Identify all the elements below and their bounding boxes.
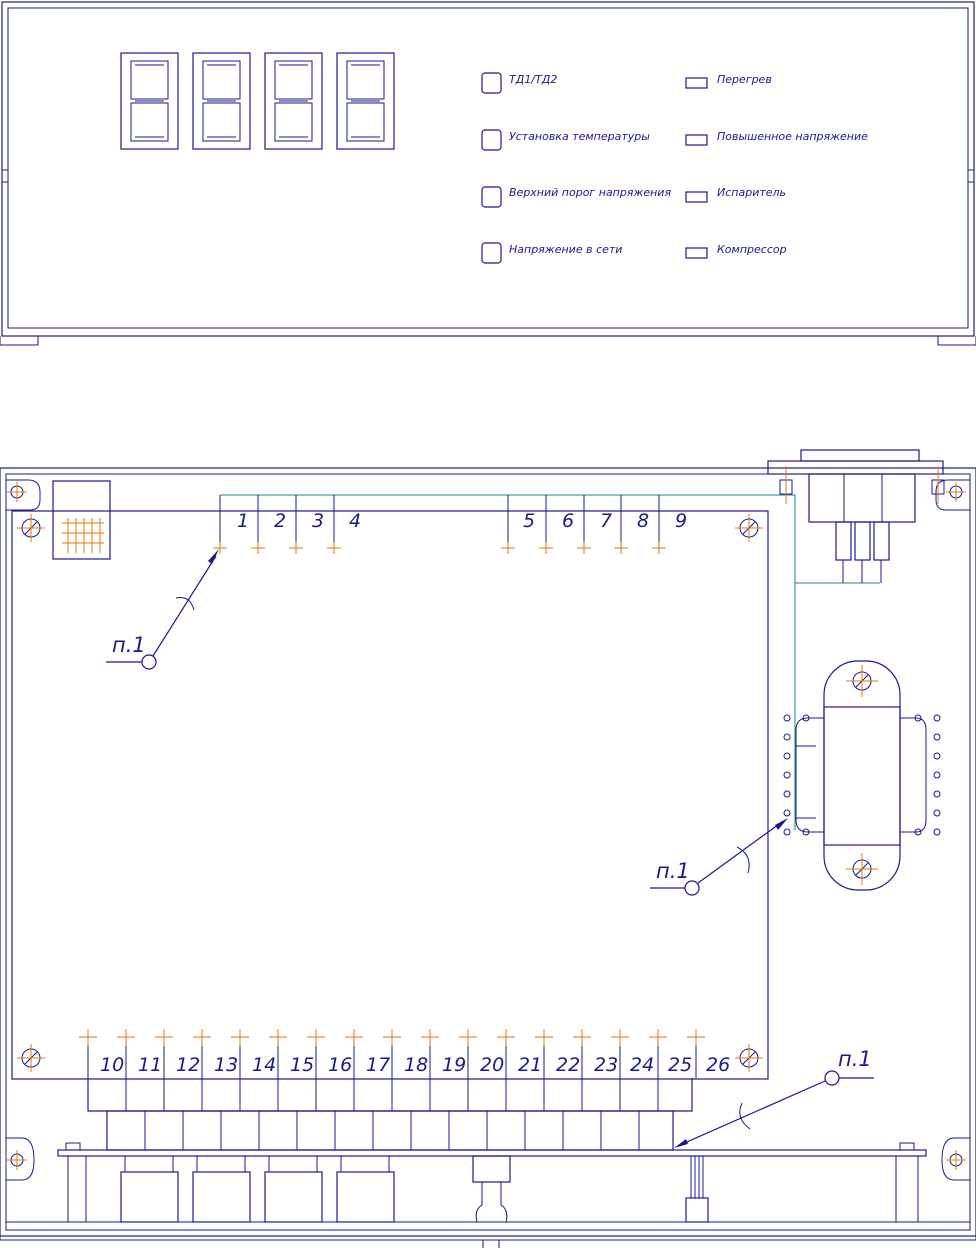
digit-3 [264, 52, 323, 150]
digit-2 [192, 52, 251, 150]
indicator-overheat-icon [685, 77, 708, 89]
pin-13: 13 [214, 1054, 238, 1076]
board-led [685, 1156, 709, 1223]
pin-5: 5 [501, 495, 535, 554]
pcb-screw-4-icon [735, 1044, 763, 1072]
top-wire-harness [220, 494, 880, 830]
transformer-screw-bottom-icon [846, 853, 878, 885]
pin-8: 8 [614, 495, 649, 554]
button-set-temperature-label: Установка температуры [509, 130, 650, 143]
callout-3-label: п.1 [838, 1047, 872, 1071]
pin-16: 16 [328, 1054, 352, 1076]
connector-screw-right-icon [931, 466, 945, 504]
button-upper-voltage-icon[interactable] [481, 186, 502, 208]
display-digit-4 [336, 1156, 395, 1223]
callout-1: п.1 [106, 549, 219, 670]
pin-17: 17 [366, 1054, 390, 1076]
bottom-pin-labels: 10 11 12 13 14 15 16 17 18 19 20 21 22 2… [100, 1054, 730, 1076]
svg-text:7: 7 [600, 510, 612, 532]
button-mains-voltage-label: Напряжение в сети [509, 243, 622, 256]
indicator-compressor-icon [685, 247, 708, 259]
svg-text:3: 3 [312, 510, 324, 532]
display-digit-2 [192, 1156, 251, 1223]
digit-4 [336, 52, 395, 150]
top-pin-row: 1 2 3 4 5 6 7 8 9 [213, 495, 687, 554]
svg-text:2: 2 [274, 510, 286, 532]
pin-1: 1 [213, 495, 249, 554]
indicator-high-voltage-label: Повышенное напряжение [717, 130, 868, 143]
pin-3: 3 [289, 495, 324, 554]
pcb-connector-top-left [52, 480, 111, 560]
screw-top-right-icon [946, 482, 966, 502]
pcb-screw-1-icon [17, 514, 45, 542]
callout-2: п.1 [650, 818, 788, 896]
housing-screws [7, 482, 966, 1170]
pin-23: 23 [594, 1054, 618, 1076]
transformer-screw-top-icon [846, 665, 878, 697]
pin-4: 4 [327, 495, 361, 554]
screw-bottom-right-icon [946, 1150, 966, 1170]
indicator-high-voltage-icon [685, 134, 708, 146]
display-board [6, 1142, 970, 1223]
pin-21: 21 [518, 1054, 542, 1076]
callout-2-label: п.1 [656, 859, 690, 883]
pin-26: 26 [706, 1054, 730, 1076]
digit-1 [120, 52, 179, 150]
front-panel [0, 1, 976, 346]
pin-18: 18 [404, 1054, 428, 1076]
screw-bottom-left-icon [7, 1150, 27, 1170]
indicator-evaporator-icon [685, 191, 708, 203]
transformer [783, 660, 941, 891]
pin-19: 19 [442, 1054, 466, 1076]
housing [0, 467, 976, 1248]
callout-1-label: п.1 [112, 633, 146, 657]
button-td-label: ТД1/ТД2 [509, 73, 557, 86]
svg-text:9: 9 [675, 510, 687, 532]
pcb-screw-3-icon [17, 1044, 45, 1072]
pin-7: 7 [577, 495, 612, 554]
seven-segment-display [120, 52, 395, 150]
svg-text:1: 1 [237, 510, 249, 532]
svg-text:4: 4 [349, 510, 361, 532]
indicator-evaporator-label: Испаритель [717, 186, 786, 199]
pin-22: 22 [556, 1054, 580, 1076]
button-td-icon[interactable] [481, 72, 502, 94]
callout-3: п.1 [674, 1047, 874, 1148]
pin-14: 14 [252, 1054, 276, 1076]
pin-25: 25 [668, 1054, 692, 1076]
button-mains-voltage-icon[interactable] [481, 242, 502, 264]
pin-10: 10 [100, 1054, 124, 1076]
board-button [472, 1155, 511, 1223]
indicator-overheat-label: Перегрев [717, 73, 772, 86]
display-digit-3 [264, 1156, 323, 1223]
connector-screw-left-icon [779, 466, 793, 504]
svg-text:6: 6 [562, 510, 574, 532]
pin-6: 6 [539, 495, 574, 554]
pin-9: 9 [652, 495, 687, 554]
pin-11: 11 [138, 1054, 162, 1076]
pin-15: 15 [290, 1054, 314, 1076]
main-pcb [11, 510, 769, 1080]
button-set-temperature-icon[interactable] [481, 129, 502, 151]
indicator-compressor-label: Компрессор [717, 243, 787, 256]
display-digit-1 [120, 1156, 179, 1223]
pcb-screw-2-icon [735, 514, 763, 542]
pin-2: 2 [251, 495, 286, 554]
pin-12: 12 [176, 1054, 200, 1076]
button-upper-voltage-label: Верхний порог напряжения [509, 186, 671, 199]
screw-top-left-icon [7, 482, 27, 502]
bottom-terminal-block [79, 1029, 705, 1151]
pin-24: 24 [630, 1054, 654, 1076]
mains-connector [767, 449, 945, 583]
pin-20: 20 [480, 1054, 504, 1076]
svg-text:5: 5 [523, 510, 535, 532]
panel-buttons: ТД1/ТД2 Установка температуры Верхний по… [481, 72, 671, 264]
panel-indicators: Перегрев Повышенное напряжение Испарител… [685, 73, 868, 259]
svg-text:8: 8 [637, 510, 649, 532]
